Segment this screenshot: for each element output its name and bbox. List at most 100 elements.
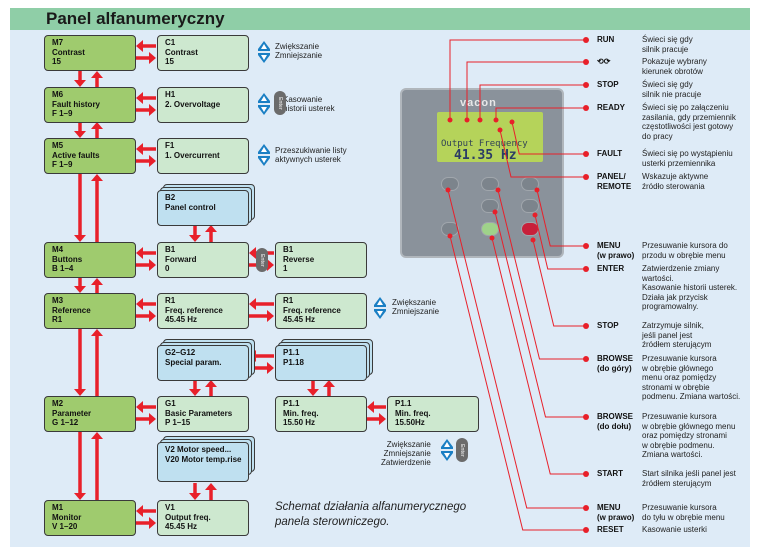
menu-box-b1r: B1 Reverse 1 bbox=[275, 242, 367, 278]
leader-dot bbox=[583, 243, 589, 249]
arrow-head bbox=[91, 71, 103, 78]
legend-label: MENU (w prawo) bbox=[597, 503, 635, 522]
leader-dot bbox=[497, 127, 503, 133]
menu-box-v2: V2 Motor speed... V20 Motor temp.rise bbox=[157, 442, 249, 482]
leader-line bbox=[511, 121, 586, 155]
arrow-head bbox=[136, 401, 143, 413]
leader-line bbox=[479, 84, 586, 120]
arrow-head bbox=[189, 389, 201, 396]
page-title: Panel alfanumeryczny bbox=[46, 9, 225, 28]
arrow-head bbox=[149, 104, 156, 116]
arrow-head bbox=[74, 235, 86, 242]
hint-c1: Zwiększanie Zmniejszanie bbox=[275, 42, 323, 60]
menu-box-g1: G1 Basic Parameters P 1–15 bbox=[157, 396, 249, 432]
arrow-head bbox=[189, 493, 201, 500]
legend-description: Przesuwanie kursora do tyłu w obrębie me… bbox=[642, 503, 725, 522]
leader-line bbox=[449, 39, 586, 120]
leader-dot bbox=[534, 187, 540, 193]
legend-description: Pokazuje wybrany kierunek obrotów bbox=[642, 57, 707, 76]
legend-description: Przesuwanie kursora do przodu w obrębie … bbox=[642, 241, 728, 260]
leader-dot bbox=[583, 174, 589, 180]
arrow-head bbox=[74, 286, 86, 293]
arrow-head bbox=[149, 52, 156, 64]
arrow-head bbox=[267, 310, 274, 322]
legend-description: Start silnika jeśli panel jest źródłem s… bbox=[642, 469, 736, 488]
legend-label: ENTER bbox=[597, 264, 625, 273]
legend-description: Świeci się po wystąpieniu usterki przemi… bbox=[642, 149, 733, 168]
arrow-head bbox=[91, 122, 103, 129]
legend-label: BROWSE (do góry) bbox=[597, 354, 633, 373]
leader-dot bbox=[583, 414, 589, 420]
leader-dot bbox=[447, 117, 453, 123]
enter-key[interactable] bbox=[521, 199, 539, 213]
legend-description: Świeci się po załączeniu zasilania, gdy … bbox=[642, 103, 736, 141]
menu-box-r1: R1 Freq. reference 45.45 Hz bbox=[157, 293, 249, 329]
arrow-head bbox=[323, 380, 335, 387]
browse-up-key[interactable] bbox=[481, 177, 499, 191]
legend-description: Kasowanie usterki bbox=[642, 525, 707, 534]
up-down-arrows-icon bbox=[258, 144, 270, 166]
arrow-head bbox=[149, 517, 156, 529]
leader-line bbox=[497, 189, 586, 360]
arrow-head bbox=[136, 143, 143, 155]
arrow-head bbox=[136, 298, 143, 310]
leader-dot bbox=[477, 117, 483, 123]
leader-dot bbox=[493, 117, 499, 123]
menu-box-m1: M1 Monitor V 1–20 bbox=[44, 500, 136, 536]
enter-button-icon: Enter bbox=[256, 248, 268, 272]
leader-line bbox=[495, 107, 586, 120]
leader-line bbox=[499, 129, 586, 178]
menu-box-h1: H1 2. Overvoltage bbox=[157, 87, 249, 123]
arrow-head bbox=[149, 155, 156, 167]
header-band bbox=[10, 8, 750, 30]
leader-line bbox=[532, 239, 586, 327]
leader-dot bbox=[583, 266, 589, 272]
menu-box-g2: G2–G12 Special param. bbox=[157, 345, 249, 381]
hint-f1: Przeszukiwanie listy aktywnych usterek bbox=[275, 146, 347, 164]
arrow-head bbox=[91, 278, 103, 285]
leader-dot bbox=[583, 356, 589, 362]
menu-box-p11b: P1.1 Min. freq. 15.50Hz bbox=[387, 396, 479, 432]
arrow-head bbox=[149, 259, 156, 271]
leader-dot bbox=[583, 105, 589, 111]
arrow-head bbox=[136, 505, 143, 517]
menu-box-f1: F1 1. Overcurrent bbox=[157, 138, 249, 174]
up-down-arrows-icon bbox=[258, 41, 270, 63]
arrow-head bbox=[367, 401, 374, 413]
up-down-arrows-icon bbox=[258, 93, 270, 115]
leader-line bbox=[534, 214, 586, 270]
leader-dot bbox=[583, 59, 589, 65]
menu-box-b2: B2 Panel control bbox=[157, 190, 249, 226]
legend-description: Wskazuje aktywne źródło sterowania bbox=[642, 172, 709, 191]
arrow-head bbox=[91, 432, 103, 439]
arrow-head bbox=[379, 413, 386, 425]
arrow-head bbox=[91, 174, 103, 181]
leader-dot bbox=[495, 187, 501, 193]
leader-line bbox=[536, 189, 586, 247]
legend-description: Świeci się gdy silnik nie pracuje bbox=[642, 80, 702, 99]
arrow-head bbox=[205, 483, 217, 490]
menu-box-v1: V1 Output freq. 45.45 Hz bbox=[157, 500, 249, 536]
arrow-head bbox=[136, 247, 143, 259]
legend-description: Świeci się gdy silnik pracuje bbox=[642, 35, 693, 54]
legend-description: Zatwierdzenie zmiany wartości. Kasowanie… bbox=[642, 264, 738, 312]
leader-dot bbox=[583, 82, 589, 88]
menu-box-r1b: R1 Freq. reference 45.45 Hz bbox=[275, 293, 367, 329]
start-key[interactable] bbox=[481, 222, 499, 236]
leader-dot bbox=[447, 233, 453, 239]
leader-line bbox=[491, 237, 586, 475]
legend-description: Przesuwanie kursora w obrębie głównego m… bbox=[642, 354, 741, 402]
browse-down-key[interactable] bbox=[481, 199, 499, 213]
arrow-head bbox=[74, 493, 86, 500]
menu-box-m6: M6 Fault history F 1–9 bbox=[44, 87, 136, 123]
leader-dot bbox=[492, 209, 498, 215]
menu-box-b1: B1 Forward 0 bbox=[157, 242, 249, 278]
legend-label: BROWSE (do dołu) bbox=[597, 412, 633, 431]
legend-label: RUN bbox=[597, 35, 615, 44]
diagram-caption: Schemat działania alfanumerycznego panel… bbox=[275, 501, 467, 528]
arrow-head bbox=[91, 329, 103, 336]
arrow-head bbox=[307, 389, 319, 396]
arrow-head bbox=[267, 362, 274, 374]
